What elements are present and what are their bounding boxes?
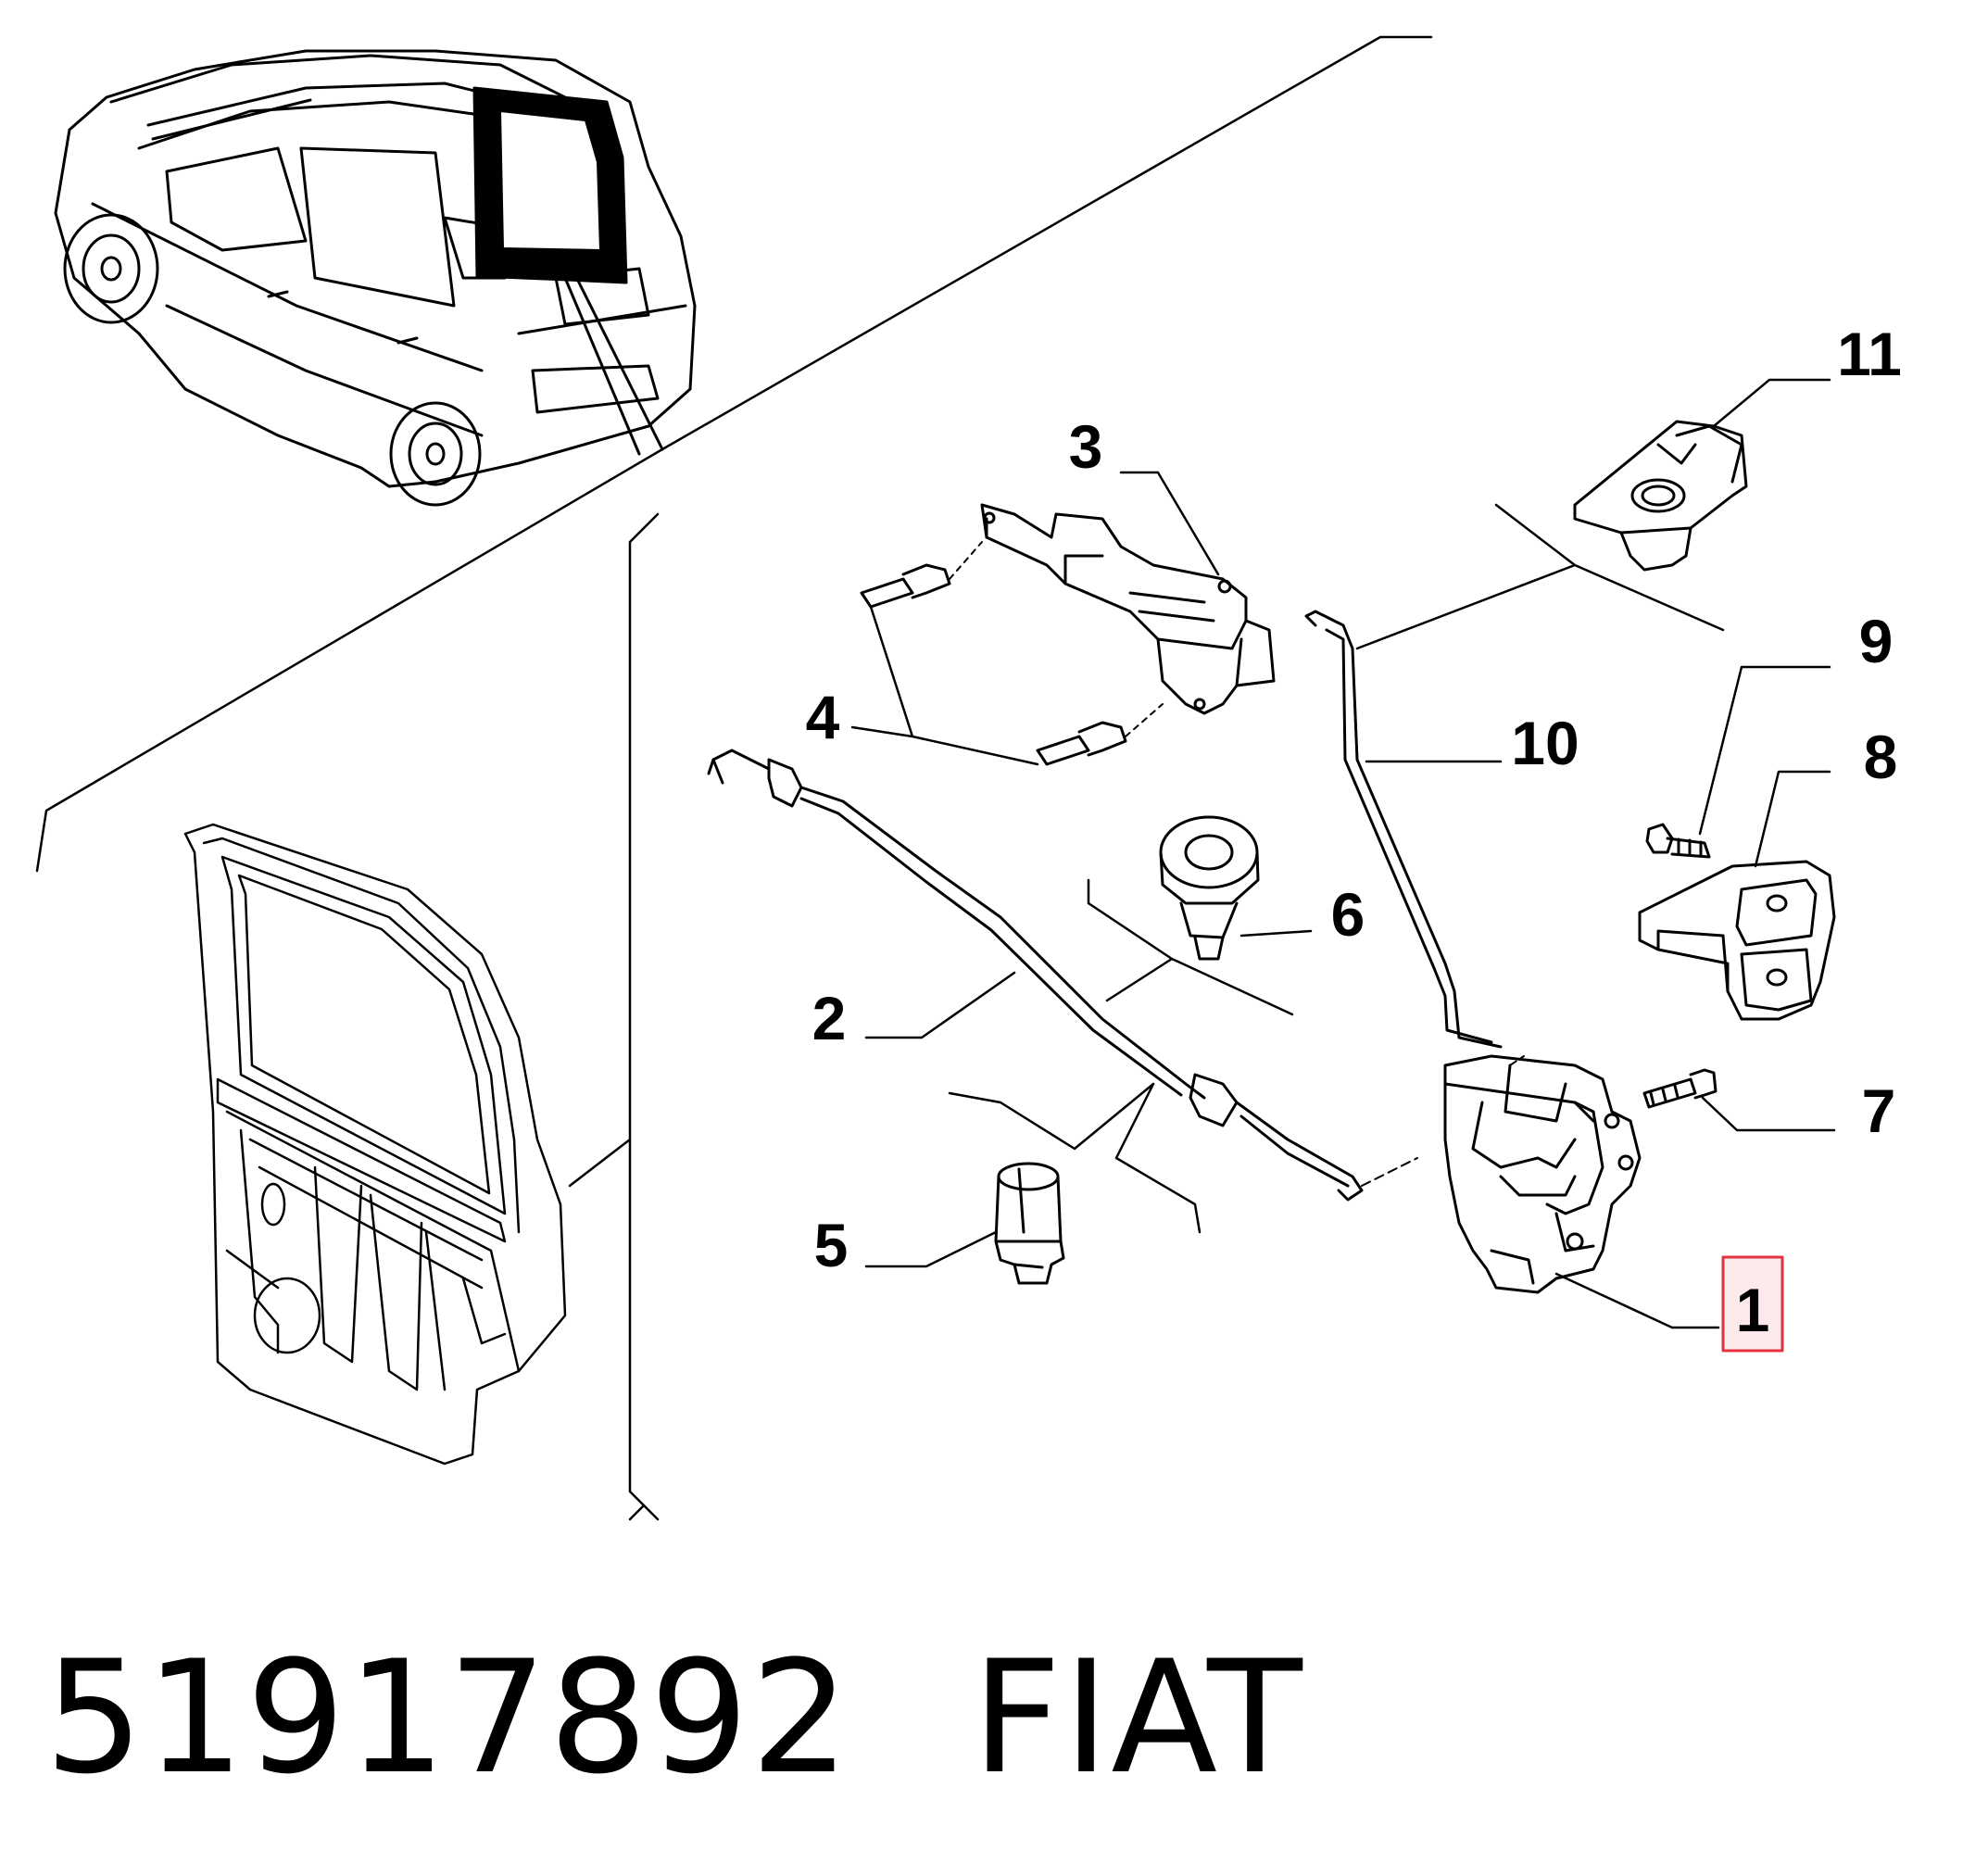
callout-label-3: 3 xyxy=(1069,412,1103,481)
callout-label-10: 10 xyxy=(1511,709,1579,777)
callout-label-9: 9 xyxy=(1859,607,1894,675)
part-number: 51917892 xyxy=(44,1627,852,1808)
part-2-cable xyxy=(707,749,1418,1202)
car-overview-illustration xyxy=(54,49,697,507)
part-4-rivets xyxy=(860,541,1164,766)
leader-lines xyxy=(850,378,1836,1329)
callout-label-7: 7 xyxy=(1862,1076,1896,1145)
part-8-striker xyxy=(1638,860,1836,1021)
part-3-bracket xyxy=(980,503,1276,715)
part-7-screw xyxy=(1642,1068,1717,1109)
part-6-clip xyxy=(1159,815,1260,961)
callout-1-highlight-box xyxy=(1721,1255,1784,1353)
callout-label-8: 8 xyxy=(1864,723,1898,791)
part-5-clip xyxy=(994,1162,1065,1285)
callout-label-4: 4 xyxy=(806,683,840,751)
part-1-door-lock xyxy=(1443,1054,1642,1294)
callout-label-6: 6 xyxy=(1331,880,1365,949)
door-panel-illustration xyxy=(183,823,567,1466)
callout-label-2: 2 xyxy=(812,984,847,1052)
callout-label-1: 1 xyxy=(1736,1276,1770,1344)
brand-name: FIAT xyxy=(972,1627,1304,1808)
section-divider-lines xyxy=(35,35,1433,1521)
callout-label-11: 11 xyxy=(1837,320,1902,388)
part-10-rod xyxy=(1304,610,1503,1049)
part-11-clip xyxy=(1573,420,1748,572)
callout-label-5: 5 xyxy=(814,1211,849,1279)
callout-labels: 1 2 3 4 5 6 7 8 9 10 11 xyxy=(806,320,1902,1344)
part-9-screw xyxy=(1645,823,1711,859)
